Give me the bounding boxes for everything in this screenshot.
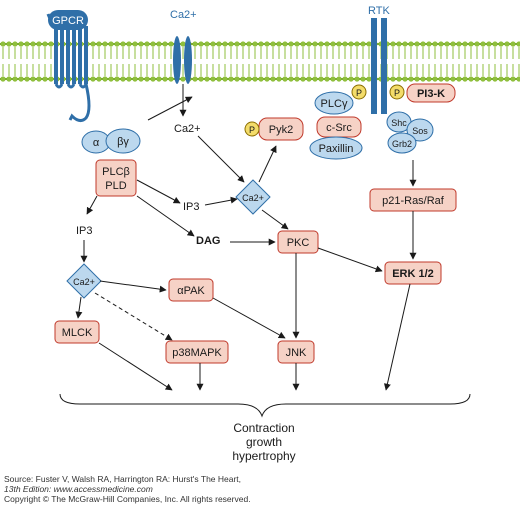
outcome-contraction: Contraction	[233, 421, 294, 435]
paxillin-label: Paxillin	[319, 143, 354, 155]
ip3-left-label: IP3	[76, 225, 93, 237]
svg-text:P: P	[356, 88, 362, 98]
pkc-label: PKC	[287, 237, 310, 249]
cell-membrane	[0, 41, 520, 82]
csrc-label: c-Src	[326, 122, 352, 134]
apak-box: αPAK	[168, 278, 214, 302]
svg-text:P: P	[249, 125, 255, 135]
mlck-label: MLCK	[62, 327, 93, 339]
jnk-label: JNK	[286, 347, 307, 359]
erk-label: ERK 1/2	[392, 268, 434, 280]
pathway-arrows	[75, 84, 417, 391]
gpcr-label: GPCR	[52, 15, 84, 27]
pyk2-label: Pyk2	[269, 124, 293, 136]
phospho-plcg	[351, 84, 367, 100]
copyright-caption: Copyright © The McGraw-Hill Companies, I…	[4, 494, 251, 504]
gpcr-receptor: GPCR	[46, 10, 91, 123]
rtk-receptor: RTK	[368, 5, 390, 114]
mlck-box: MLCK	[54, 320, 100, 344]
g-protein: α βγ	[81, 128, 141, 154]
phospho-pi3k	[389, 84, 405, 100]
outcome-growth: growth	[246, 435, 282, 449]
calcium-channel: Ca2+	[170, 9, 197, 84]
betagamma-subunit: βγ	[117, 136, 129, 148]
plcb-label: PLCβ	[102, 166, 130, 178]
pyk2-complex: Pyk2 P PLCγ P c-Src Paxillin	[244, 84, 367, 160]
p21-label: p21-Ras/Raf	[382, 195, 445, 207]
svg-text:P: P	[394, 88, 400, 98]
rtk-label: RTK	[368, 5, 390, 17]
jnk-box: JNK	[277, 340, 315, 364]
rtk-complex: P PI3-K Shc Sos Grb2	[386, 83, 456, 154]
shc-label: Shc	[391, 118, 407, 128]
ca-top-label: Ca2+	[170, 9, 197, 21]
p21-ras-raf-box: p21-Ras/Raf	[369, 188, 457, 212]
pkc-box: PKC	[277, 230, 319, 254]
p38-label: p38MAPK	[172, 347, 222, 359]
ca-mid-label: Ca2+	[174, 123, 201, 135]
pi3k-label: PI3-K	[417, 88, 445, 100]
dag-label: DAG	[196, 235, 220, 247]
phospho-pyk2	[244, 121, 260, 137]
edition-caption: 13th Edition: www.accessmedicine.com	[4, 484, 153, 494]
source-caption: Source: Fuster V, Walsh RA, Harrington R…	[4, 474, 242, 484]
sos-label: Sos	[412, 126, 428, 136]
plcg-label: PLCγ	[321, 98, 348, 110]
outcome-hypertrophy: hypertrophy	[232, 449, 295, 463]
erk-box: ERK 1/2	[384, 261, 442, 285]
alpha-subunit: α	[93, 137, 100, 149]
outcome-brace	[59, 393, 471, 418]
ca-diamond-upper: Ca2+	[235, 179, 271, 215]
p38mapk-box: p38MAPK	[165, 340, 229, 364]
apak-label: αPAK	[177, 285, 205, 297]
outcomes: Contraction growth hypertrophy	[232, 421, 295, 463]
ca-diamond-lower-label: Ca2+	[73, 277, 95, 287]
ca-diamond-upper-label: Ca2+	[242, 193, 264, 203]
ca-diamond-lower: Ca2+	[66, 263, 102, 299]
plcb-pld-box: PLCβ PLD	[95, 159, 137, 197]
grb2-label: Grb2	[392, 139, 412, 149]
ip3-right-label: IP3	[183, 201, 200, 213]
pld-label: PLD	[105, 180, 126, 192]
